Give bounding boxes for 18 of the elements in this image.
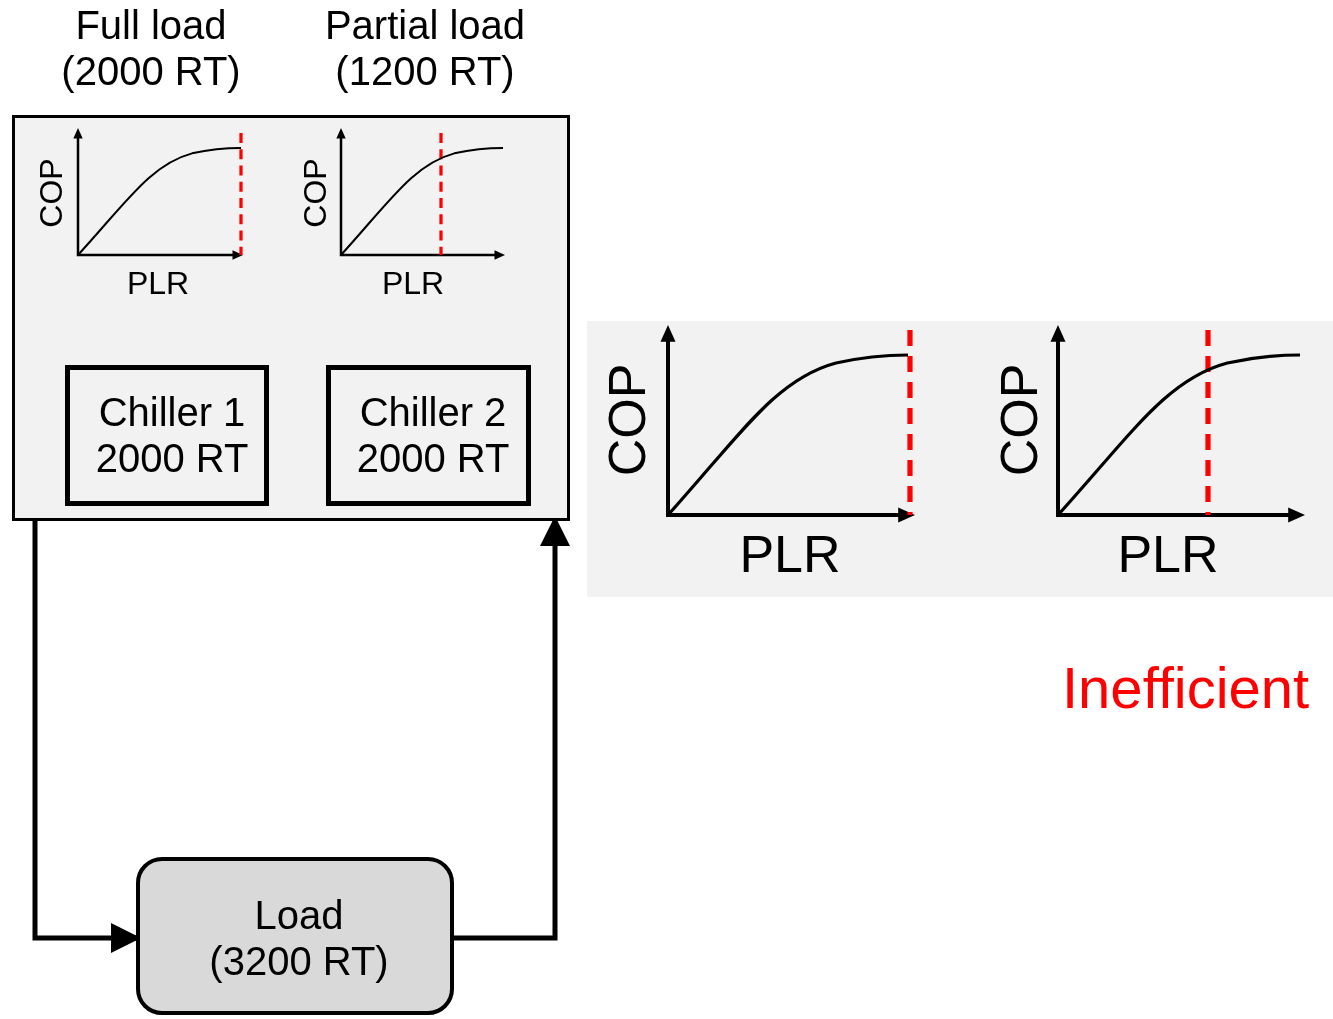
column-heading: Full load (2000 RT) [60, 2, 242, 94]
axis-label: PLR [1117, 525, 1219, 585]
axis-label: COP [990, 363, 1050, 477]
axis-label: COP [598, 363, 658, 477]
axis-label: PLR [739, 525, 841, 585]
axis-label: COP [296, 158, 334, 228]
load-label: Load (3200 RT) [208, 892, 390, 984]
chiller-box [65, 365, 269, 506]
axis-label: PLR [381, 264, 445, 302]
axis-label: COP [32, 158, 70, 228]
axis-label: PLR [126, 264, 190, 302]
chart-panel [587, 321, 1333, 597]
chiller-label: Chiller 2 2000 RT [355, 389, 511, 481]
load-box [136, 857, 454, 1015]
status-label: Inefficient [1062, 655, 1310, 722]
column-heading: Partial load (1200 RT) [323, 2, 527, 94]
chiller-label: Chiller 1 2000 RT [94, 389, 250, 481]
chiller-box [326, 365, 531, 506]
